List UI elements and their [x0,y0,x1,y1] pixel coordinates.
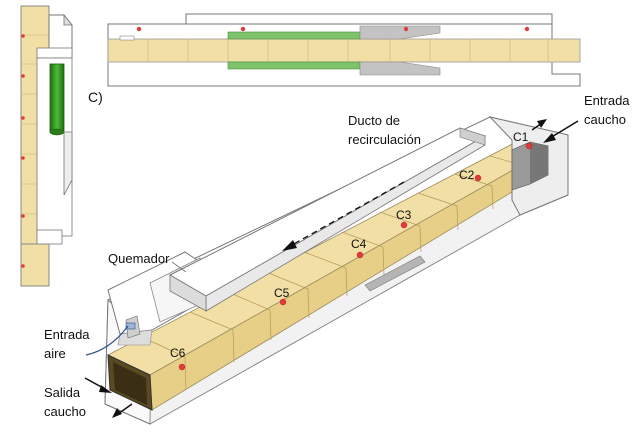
rubber-inlet-label: Entrada caucho [584,93,630,127]
probe-c4-label: C4 [351,237,367,251]
probe-c1-marker [525,142,533,150]
probe-c4-marker [356,251,364,259]
side-section-view [20,5,73,287]
probe-c3-label: C3 [396,208,412,222]
probe-c6-label: C6 [170,346,186,360]
isometric-view [84,116,579,425]
top-section-view [107,13,581,87]
probe-c2-marker [474,174,482,182]
probe-c1-label: C1 [513,130,529,144]
svg-text:caucho: caucho [584,112,626,127]
svg-text:Entrada: Entrada [44,327,90,342]
probe-c2-label: C2 [459,168,475,182]
recirculation-duct-label: Ducto de recirculación [348,113,421,147]
probe-c6-marker [178,363,186,371]
svg-text:Entrada: Entrada [584,93,630,108]
svg-text:aire: aire [44,346,66,361]
svg-text:caucho: caucho [44,404,86,419]
svg-text:recirculación: recirculación [348,132,421,147]
probe-c5-label: C5 [274,286,290,300]
svg-text:Ducto de: Ducto de [348,113,400,128]
probe-c5-marker [279,298,287,306]
section-label: C) [88,89,103,105]
burner-label: Quemador [108,251,170,266]
probe-c3-marker [400,221,408,229]
svg-text:Salida: Salida [44,385,81,400]
rubber-outlet-label: Salida caucho [44,385,86,419]
air-inlet-label: Entrada aire [44,327,90,361]
